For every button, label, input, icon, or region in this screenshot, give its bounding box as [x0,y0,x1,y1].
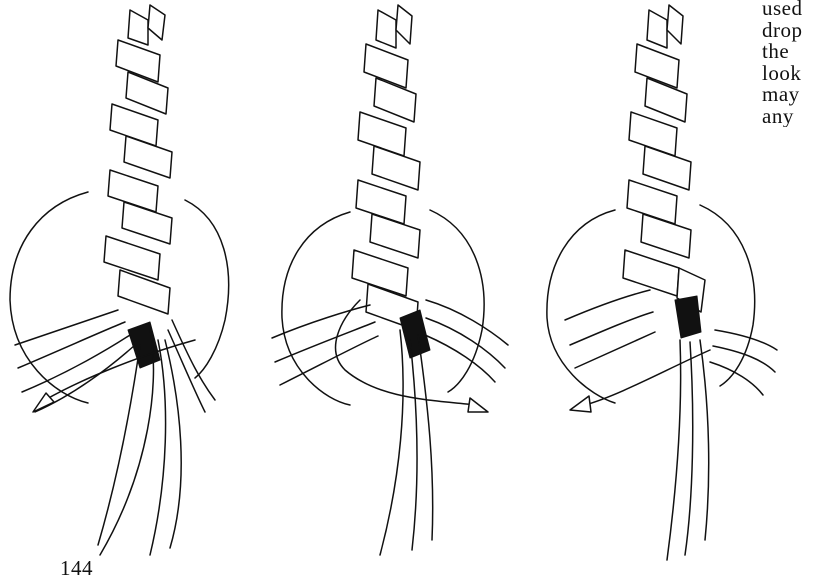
strand [150,340,166,555]
guide-arc [282,212,350,405]
strand [272,305,370,338]
guide-arc [547,210,615,403]
braid-diagram-step-1 [0,0,250,575]
strand [700,340,709,540]
strand [410,340,417,550]
text-line: may [762,84,830,106]
side-text-column: used drop the look may any [762,0,830,127]
guide-arc-right [700,205,755,386]
text-line: look [762,63,830,85]
strand [275,322,375,362]
text-line: the [762,41,830,63]
braid-diagram-step-2 [250,0,515,575]
arrow-head [570,396,591,412]
guide-arc [10,192,88,403]
arrow-path [45,340,195,400]
strand [425,335,495,382]
strand [426,318,505,368]
braid-diagram-step-3 [515,0,765,575]
braid-plaits [623,5,705,312]
strand [98,345,140,545]
strand [15,310,118,345]
strand [18,322,125,368]
strand [418,335,433,540]
strand [570,312,653,345]
strand [667,340,681,560]
braid-plaits [352,5,420,330]
arrow-head [33,393,54,412]
strand [710,362,763,395]
strand [165,340,181,548]
text-line: any [762,106,830,128]
page-number: 144 [60,556,93,581]
arrow-head [468,398,488,412]
text-line: drop [762,20,830,42]
text-line: used [762,0,830,20]
braid-plaits [104,5,172,314]
guide-arc-right [185,200,229,378]
strand [713,346,775,372]
strand [565,290,650,320]
strand [685,342,693,555]
strand [715,330,777,350]
strand [380,330,403,555]
